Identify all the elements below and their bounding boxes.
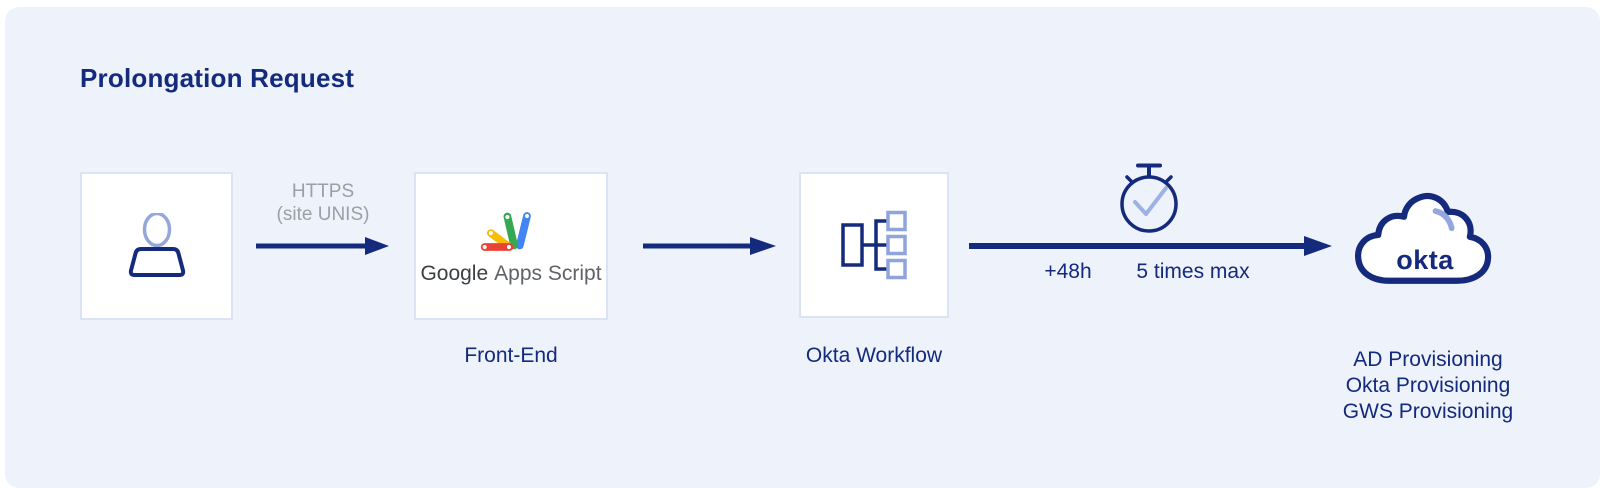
workflow-icon	[841, 210, 907, 280]
node-okta-cloud	[1352, 191, 1498, 301]
google-apps-script-icon	[480, 211, 531, 251]
person-icon	[128, 213, 185, 277]
diagram-title: Prolongation Request	[80, 63, 355, 93]
node-user	[80, 172, 233, 320]
provisioning-item-ad: AD Provisioning	[1353, 348, 1503, 371]
provisioning-item-okta: Okta Provisioning	[1345, 374, 1511, 397]
node-workflow	[799, 172, 949, 318]
arrow-label-delay: +48h	[1044, 260, 1092, 283]
node-label-frontend: Front-End	[464, 344, 558, 367]
provisioning-item-gws: GWS Provisioning	[1342, 400, 1514, 423]
apps-script-text: Apps Script	[494, 261, 602, 285]
provisioning-list: AD Provisioning Okta Provisioning GWS Pr…	[1292, 347, 1564, 425]
arrow-frontend-to-workflow	[643, 237, 776, 255]
node-frontend: Google Apps Script	[414, 172, 608, 320]
google-apps-script-wordmark: Google Apps Script	[420, 262, 601, 286]
stopwatch-icon	[1120, 163, 1178, 233]
google-brand-text: Google	[420, 261, 489, 285]
node-label-workflow: Okta Workflow	[805, 344, 943, 367]
arrow-label-limit: 5 times max	[1136, 260, 1250, 283]
okta-wordmark: okta	[1396, 245, 1454, 275]
arrow-label-https: HTTPS (site UNIS)	[250, 180, 396, 226]
arrow-user-to-frontend	[256, 237, 389, 255]
arrow-workflow-to-okta	[969, 236, 1332, 256]
https-label-line1: HTTPS	[291, 181, 355, 202]
https-label-line2: (site UNIS)	[276, 204, 370, 225]
okta-cloud-icon	[1355, 192, 1492, 284]
